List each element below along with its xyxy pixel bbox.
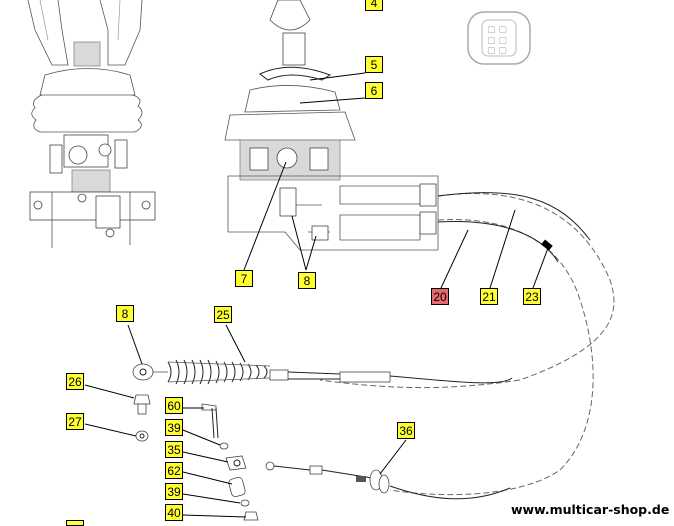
callout-23[interactable]: 23 [523,288,541,305]
shift-cable-lower [389,219,594,496]
callout-5[interactable]: 5 [365,56,383,73]
cable-assembly-25 [132,359,513,385]
shift-pattern-icon: ▢ ▢ ▢ ▢ ▢ ▢ [467,11,531,65]
callout-35[interactable]: 35 [165,441,183,458]
callout-26[interactable]: 26 [66,373,84,390]
shifter-assembly-left [27,0,156,248]
callout-62[interactable]: 62 [165,462,183,479]
cable-assembly-36 [265,461,511,500]
callout-60[interactable]: 60 [165,397,183,414]
svg-text:▢ ▢: ▢ ▢ [487,25,507,35]
small-parts [133,394,259,521]
callout-7[interactable]: 7 [235,270,253,287]
shift-cable-upper [319,193,615,389]
callout-27[interactable]: 27 [66,413,84,430]
callout-partial [66,520,84,526]
leader-lines [84,72,549,518]
shifter-assembly-center [224,0,439,251]
svg-text:▢ ▢: ▢ ▢ [487,36,507,46]
callout-6[interactable]: 6 [365,82,383,99]
watermark: www.multicar-shop.de [511,502,670,517]
svg-text:▢ ▢: ▢ ▢ [487,46,507,56]
callout-20[interactable]: 20 [431,288,449,305]
callout-8-lower[interactable]: 8 [116,305,134,322]
callout-36[interactable]: 36 [397,422,415,439]
callout-25[interactable]: 25 [214,306,232,323]
callout-39-lower[interactable]: 39 [165,483,183,500]
callout-21[interactable]: 21 [480,288,498,305]
callout-8-upper[interactable]: 8 [298,272,316,289]
callout-4[interactable]: 4 [365,0,383,11]
callout-39-upper[interactable]: 39 [165,419,183,436]
callout-40[interactable]: 40 [165,504,183,521]
